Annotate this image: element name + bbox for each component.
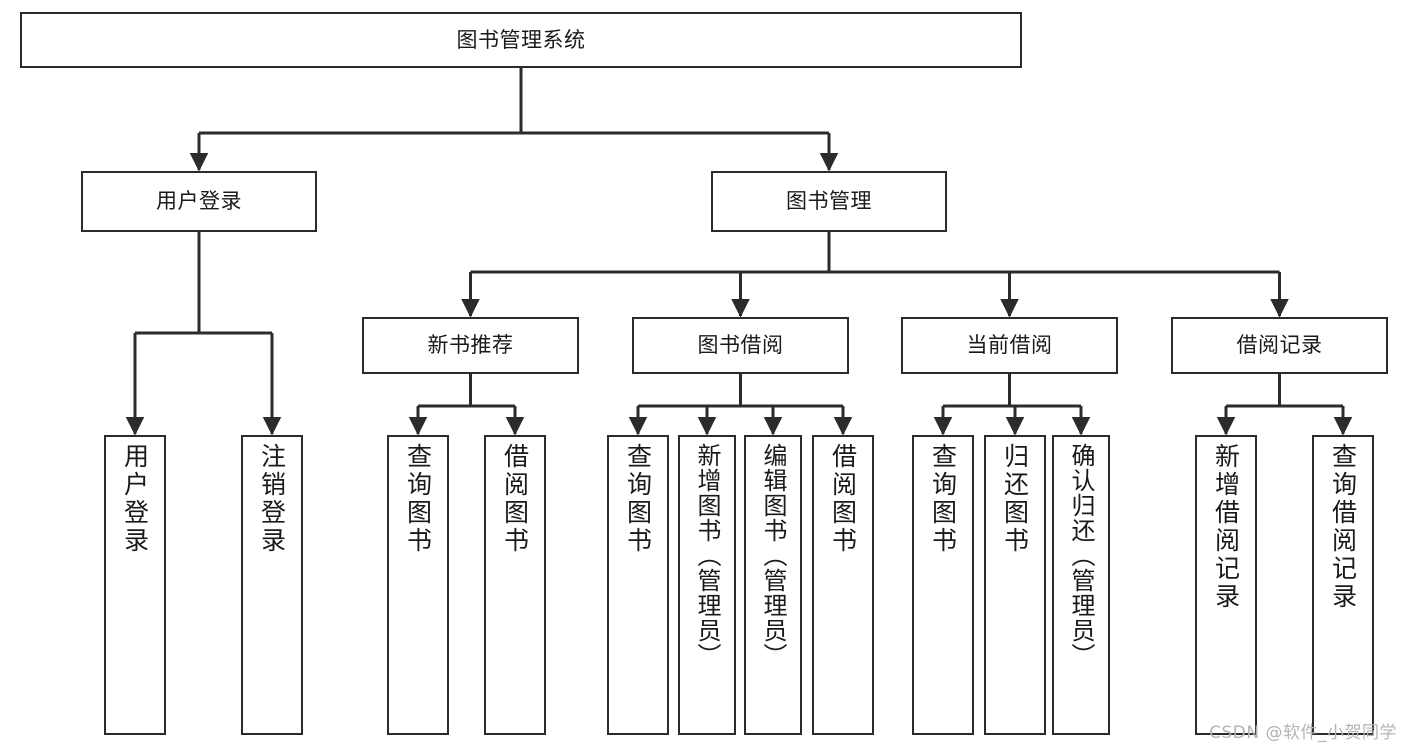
node-new-book-recommend[interactable]: 新书推荐: [362, 317, 579, 374]
node-label: 新增借阅记录: [1211, 443, 1241, 611]
node-label: 用户登录: [120, 443, 150, 555]
node-user-login[interactable]: 用户登录: [81, 171, 317, 232]
node-label: 当前借阅: [966, 333, 1053, 358]
node-book-manage[interactable]: 图书管理: [711, 171, 947, 232]
node-book-borrow[interactable]: 图书借阅: [632, 317, 849, 374]
node-label: 借阅记录: [1236, 333, 1323, 358]
node-label: 查询图书: [403, 443, 433, 555]
node-leaf-add-borrow-record[interactable]: 新增借阅记录: [1195, 435, 1257, 735]
node-label: 确认归还（管理员）: [1067, 443, 1095, 668]
node-leaf-edit-book-admin[interactable]: 编辑图书（管理员）: [744, 435, 802, 735]
node-leaf-query-book-borrow[interactable]: 查询图书: [607, 435, 669, 735]
node-label: 注销登录: [257, 443, 287, 555]
node-label: 查询借阅记录: [1328, 443, 1358, 611]
node-leaf-add-book-admin[interactable]: 新增图书（管理员）: [678, 435, 736, 735]
node-label: 图书管理系统: [456, 27, 586, 52]
node-leaf-logout[interactable]: 注销登录: [241, 435, 303, 735]
node-leaf-confirm-return-admin[interactable]: 确认归还（管理员）: [1052, 435, 1110, 735]
node-current-borrow[interactable]: 当前借阅: [901, 317, 1118, 374]
node-label: 新增图书（管理员）: [693, 443, 721, 668]
node-label: 图书管理: [786, 189, 872, 214]
node-label: 归还图书: [1000, 443, 1030, 555]
node-label: 借阅图书: [500, 443, 530, 555]
node-leaf-borrow-book[interactable]: 借阅图书: [812, 435, 874, 735]
node-label: 查询图书: [928, 443, 958, 555]
node-label: 编辑图书（管理员）: [759, 443, 787, 668]
node-leaf-query-book-rec[interactable]: 查询图书: [387, 435, 449, 735]
csdn-watermark: CSDN @软件_小贺同学: [1209, 723, 1397, 743]
node-label: 借阅图书: [828, 443, 858, 555]
node-leaf-user-login[interactable]: 用户登录: [104, 435, 166, 735]
node-leaf-borrow-book-rec[interactable]: 借阅图书: [484, 435, 546, 735]
node-root[interactable]: 图书管理系统: [20, 12, 1022, 68]
node-label: 查询图书: [623, 443, 653, 555]
node-leaf-return-book[interactable]: 归还图书: [984, 435, 1046, 735]
node-label: 新书推荐: [427, 333, 514, 358]
node-leaf-query-book-cur[interactable]: 查询图书: [912, 435, 974, 735]
node-label: 用户登录: [156, 189, 242, 214]
node-leaf-query-borrow-record[interactable]: 查询借阅记录: [1312, 435, 1374, 735]
node-label: 图书借阅: [697, 333, 784, 358]
node-borrow-record[interactable]: 借阅记录: [1171, 317, 1388, 374]
